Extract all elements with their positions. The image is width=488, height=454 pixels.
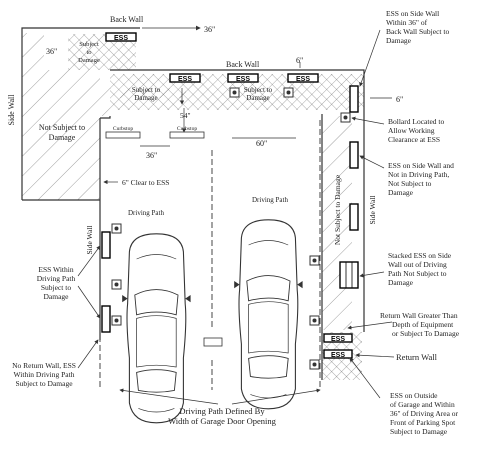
subject-corner-l2: to: [86, 49, 91, 56]
note-n6-l4: Front of Parking Spot: [390, 418, 456, 427]
ess-label-return2: ESS: [331, 352, 345, 359]
note-n6-l2: of Garage and Within: [390, 400, 455, 409]
back-wall-top-label: Back Wall: [110, 15, 144, 24]
note-n7-l1: ESS Within: [38, 265, 73, 274]
note-n5: Return Wall Greater Than Depth of Equipm…: [380, 311, 460, 338]
car-right: [233, 219, 304, 410]
not-subject-left-l2: Damage: [49, 133, 76, 142]
back-wall-mid-label: Back Wall: [226, 60, 260, 69]
note-n8-l2: Within Driving Path: [14, 370, 75, 379]
subject-corner-l1: Subject: [79, 41, 99, 48]
curbstop-label-left: Curbstop: [113, 126, 133, 132]
note-n7-l2: Driving Path: [37, 274, 76, 283]
not-subject-right-label: Not Subject to Damage: [333, 174, 342, 245]
note-n2-l3: Clearance at ESS: [388, 135, 440, 144]
note-n9: Driving Path Defined By Width of Garage …: [168, 406, 277, 426]
note-n2-l2: Allow Working: [388, 126, 435, 135]
subject-mid1-l2: Damage: [134, 94, 157, 102]
curbstop-right: [169, 131, 205, 139]
subject-mid1-l1: Subject to: [132, 86, 161, 94]
dim-six-top: 6": [296, 56, 303, 65]
note-n6-l3: 36" of Driving Area or: [390, 409, 459, 418]
subject-mid2-l1: Subject to: [244, 86, 273, 94]
note-n9-l1: Driving Path Defined By: [179, 406, 265, 416]
note-n8-l3: Subject to Damage: [15, 379, 73, 388]
note-n8-l1: No Return Wall, ESS: [12, 361, 76, 370]
note-n3-l3: Not Subject to: [388, 179, 432, 188]
note-n6-l1: ESS on Outside: [390, 391, 438, 400]
dim-six-clear: 6" Clear to ESS: [122, 178, 169, 187]
ess-label-back3: ESS: [296, 76, 310, 83]
stacked-ess-lines: [345, 262, 353, 288]
side-wall-inner-label: Side Wall: [85, 225, 94, 254]
note-n7-l3: Subject to: [41, 283, 71, 292]
dim-fifty-four: 54": [180, 111, 191, 120]
ess-label-return1: ESS: [331, 336, 345, 343]
not-subject-zone-left: [22, 33, 186, 200]
note-n5-l1: Return Wall Greater Than: [380, 311, 458, 320]
note-n5-l3: or Subject To Damage: [392, 329, 460, 338]
car-left: [121, 233, 192, 424]
note-n5-l2: Depth of Equipment: [392, 320, 454, 329]
note-n1-l4: Damage: [386, 36, 412, 45]
note-n3-l4: Damage: [388, 188, 414, 197]
note-n7: ESS Within Driving Path Subject to Damag…: [37, 265, 76, 301]
curbstop-label-right: Curbstop: [177, 126, 197, 132]
return-wall-label: Return Wall: [396, 352, 438, 362]
leader-lines: [77, 29, 393, 405]
dim-mid-36: 36": [146, 151, 157, 160]
subject-mid2-l2: Damage: [246, 94, 269, 102]
driving-path-right-label: Driving Path: [252, 196, 288, 204]
note-n9-l2: Width of Garage Door Opening: [168, 416, 277, 426]
driving-path-left-label: Driving Path: [128, 209, 164, 217]
note-n4-l3: Path Not Subject to: [388, 269, 447, 278]
note-n2: Bollard Located to Allow Working Clearan…: [388, 117, 444, 144]
dim-sixty: 60": [256, 139, 267, 148]
floor-marker: [203, 337, 223, 347]
return-wall-leader: [355, 353, 395, 358]
note-n6: ESS on Outside of Garage and Within 36" …: [390, 391, 459, 436]
note-n8: No Return Wall, ESS Within Driving Path …: [12, 361, 76, 388]
note-n4: Stacked ESS on Side Wall out of Driving …: [388, 251, 452, 287]
note-n7-l4: Damage: [44, 292, 70, 301]
note-n3-l2: Not in Driving Path,: [388, 170, 449, 179]
bollards: [111, 87, 351, 370]
curbstop-left: [105, 131, 141, 139]
ess-label-back1: ESS: [178, 76, 192, 83]
note-n4-l2: Wall out of Driving: [388, 260, 447, 269]
side-wall-left-label: Side Wall: [7, 94, 16, 126]
note-n3: ESS on Side Wall and Not in Driving Path…: [388, 161, 454, 197]
ess-units: [101, 32, 359, 359]
dim-left-36: 36": [46, 47, 57, 56]
note-n4-l4: Damage: [388, 278, 414, 287]
note-n1: ESS on Side Wall Within 36" of Back Wall…: [386, 9, 449, 45]
note-n4-l1: Stacked ESS on Side: [388, 251, 452, 260]
subject-zone-corner: [68, 34, 136, 70]
ess-label-corner: ESS: [114, 35, 128, 42]
note-n1-l3: Back Wall Subject to: [386, 27, 449, 36]
note-n1-l1: ESS on Side Wall: [386, 9, 439, 18]
driving-path-lines: [99, 120, 321, 390]
note-n1-l2: Within 36" of: [386, 18, 428, 27]
ess-label-back2: ESS: [236, 76, 250, 83]
subject-corner-l3: Damage: [78, 57, 100, 64]
dim-six-right: 6": [396, 95, 403, 104]
note-n6-l5: Subject to Damage: [390, 427, 448, 436]
dim-top-36: 36": [204, 25, 215, 34]
side-wall-right-label: Side Wall: [368, 195, 377, 224]
note-n2-l1: Bollard Located to: [388, 117, 444, 126]
not-subject-left-l1: Not Subject to: [39, 123, 85, 132]
note-n3-l1: ESS on Side Wall and: [388, 161, 454, 170]
